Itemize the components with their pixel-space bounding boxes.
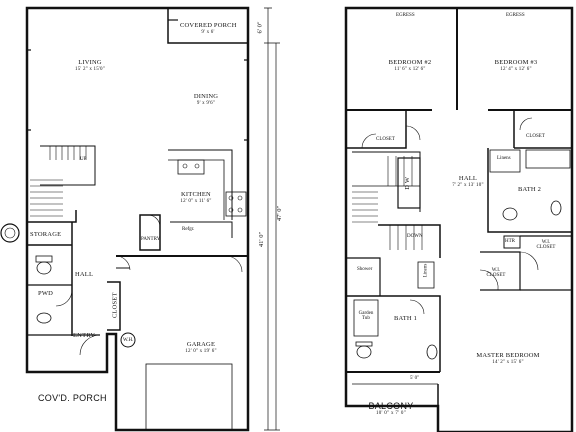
bath1-label: BATH 1 (394, 315, 418, 322)
wi-closet-right-label: W.I. CLOSET (536, 240, 556, 250)
bedroom2-label: BEDROOM #2 11' 6" x 12' 6" (384, 59, 436, 72)
closet-left-wall (346, 110, 407, 149)
master-bedroom-label: MASTER BEDROOM 14' 2" x 15' 6" (476, 352, 540, 365)
covd-porch-label: COV'D. PORCH (38, 393, 107, 403)
kitchen-label: KITCHEN 12' 0" x 11' 6" (168, 191, 224, 204)
pwd-label: PWD (38, 290, 54, 297)
dw-label: D W (404, 176, 412, 190)
balcony-name: BALCONY (368, 401, 414, 411)
porch-depth-dimension: 6' 0" (256, 21, 264, 34)
covered-porch-label: COVERED PORCH 9' x 6' (180, 22, 237, 35)
refrigerator-label: Refgr. (182, 227, 195, 232)
garage-door (145, 363, 233, 431)
water-heater-label: W.H. (123, 338, 134, 343)
upper-hall-name: HALL (458, 175, 478, 182)
garage-label: GARAGE 12' 0" x 19' 6" (176, 341, 226, 354)
closet-left-label: CLOSET (376, 137, 395, 142)
garage-name: GARAGE (186, 341, 216, 348)
dimension-line (264, 7, 280, 431)
ground-outer-wall (25, 6, 250, 432)
storage-label: STORAGE (30, 231, 62, 238)
dining-size: 9' x 9'6" (196, 100, 216, 106)
living-size: 15' 2" x 15'0" (75, 66, 105, 72)
water-heater (120, 332, 136, 348)
pantry-label: PANTRY (141, 237, 161, 242)
dining-label: DINING 9' x 9'6" (180, 93, 232, 106)
bath2-wall (487, 148, 572, 233)
linens-mid-label: Linens (423, 263, 429, 278)
stair-up-label: UP (80, 157, 87, 162)
hall-label: HALL (75, 271, 94, 278)
kitchen-counter (168, 149, 233, 220)
garage-size: 12' 0" x 19' 6" (185, 348, 217, 354)
linens-top-label: Linens (497, 156, 511, 161)
closet-wall (107, 281, 121, 331)
kitchen-size: 12' 0" x 11' 6" (180, 198, 212, 204)
wi-closet-mid-label: W.I. CLOSET (486, 268, 506, 278)
bedroom2-name: BEDROOM #2 (388, 59, 432, 66)
covered-porch-size: 9' x 6' (201, 29, 215, 35)
bath2-label: BATH 2 (518, 186, 542, 193)
down-label: DOWN (407, 234, 423, 239)
closet-label: CLOSET (111, 292, 119, 319)
living-label: LIVING 15' 2" x 15'0" (60, 59, 120, 72)
kitchen-name: KITCHEN (181, 191, 211, 198)
ac-unit (0, 223, 20, 243)
upper-hall-label: HALL 7' 2" x 13' 10" (446, 175, 490, 188)
upper-outer-wall (344, 6, 574, 432)
htr-box (503, 235, 521, 249)
bedroom2-size: 11' 6" x 12' 6" (394, 66, 426, 72)
dw-closet (397, 157, 421, 209)
bath1-wall (346, 295, 441, 372)
shower-label: Shower (357, 267, 373, 272)
bedroom3-size: 12' 4" x 12' 6" (500, 66, 532, 72)
egress-right-label: EGRESS (506, 13, 525, 18)
balcony-size: 10' 0" x 7' 0" (375, 411, 407, 416)
overall-depth-dimension: 47' 0" (276, 205, 284, 222)
main-depth-dimension: 41' 0" (258, 231, 266, 248)
pantry-wall (139, 214, 161, 251)
living-name: LIVING (78, 59, 102, 66)
bedroom3-label: BEDROOM #3 12' 4" x 12' 6" (490, 59, 542, 72)
ground-stair (40, 145, 96, 186)
master-bedroom-size: 14' 2" x 15' 6" (492, 359, 524, 365)
htr-label: HTR (505, 239, 515, 244)
entry-label: ENTRY (73, 332, 96, 339)
closet-right-label: CLOSET (526, 134, 545, 139)
garden-tub-label: Garden Tub (358, 311, 374, 321)
dining-name: DINING (193, 93, 219, 100)
bedroom3-name: BEDROOM #3 (494, 59, 538, 66)
master-bedroom-name: MASTER BEDROOM (476, 352, 540, 359)
balcony-label: BALCONY 10' 0" x 7' 0" (368, 401, 414, 417)
covered-porch-name: COVERED PORCH (180, 22, 237, 29)
balcony-dimension: 5' 0" (410, 376, 420, 381)
upper-hall-size: 7' 2" x 13' 10" (452, 182, 484, 188)
egress-left-label: EGRESS (396, 13, 415, 18)
